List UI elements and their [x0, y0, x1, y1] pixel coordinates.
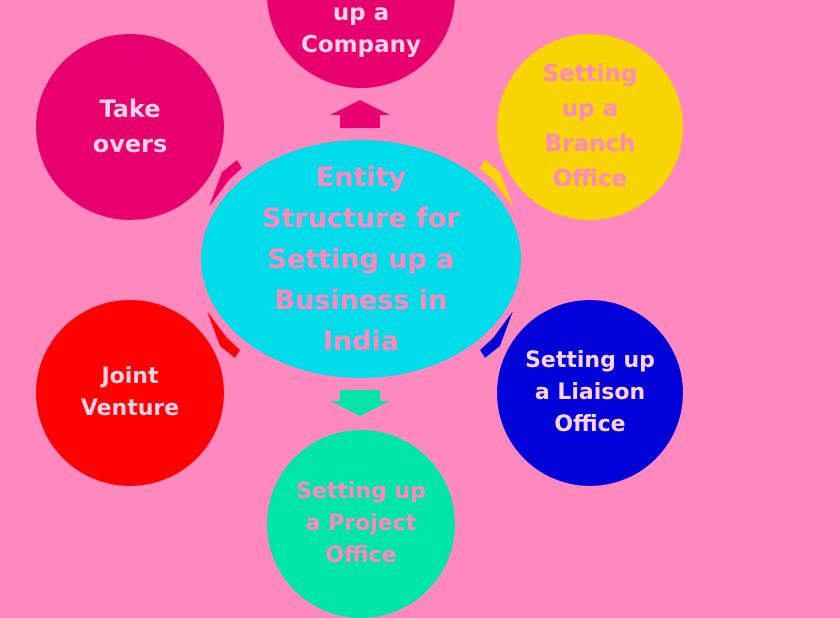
- node-label-line: Office: [325, 543, 397, 568]
- arrow-to-takeovers: [209, 160, 242, 207]
- node-label-line: Joint: [101, 364, 159, 389]
- center-label-line: Setting up a: [267, 243, 455, 275]
- center-label-line: Business in: [274, 284, 448, 316]
- node-label-line: a Liaison: [534, 380, 646, 405]
- node-label-line: up a: [561, 96, 619, 122]
- arrow-to-project: [330, 390, 390, 416]
- arrow-to-liaison: [480, 311, 513, 358]
- node-label-line: overs: [92, 130, 168, 158]
- center-label-line: Entity: [315, 161, 407, 193]
- node-label-line: up a: [332, 0, 390, 26]
- node-takeovers: Take overs: [36, 34, 224, 220]
- node-label-line: a Project: [305, 511, 417, 536]
- node-joint-venture: Joint Venture: [36, 300, 224, 486]
- node-label-line: Setting up: [296, 479, 426, 504]
- node-label-line: Company: [301, 32, 421, 58]
- center-label-line: Structure for: [262, 202, 460, 234]
- node-label-line: Setting up: [525, 348, 655, 373]
- node-liaison-office: Setting up a Liaison Office: [497, 300, 683, 486]
- arrow-to-joint: [207, 311, 240, 358]
- node-label-line: Venture: [80, 396, 180, 421]
- center-label-line: India: [322, 325, 400, 357]
- node-branch-office: Setting up a Branch Office: [497, 34, 683, 220]
- node-label-line: Office: [552, 166, 628, 192]
- central-node-entity-structure: Entity Structure for Setting up a Busine…: [201, 140, 521, 378]
- node-label-line: Branch: [544, 131, 636, 157]
- arrow-to-branch: [480, 160, 513, 207]
- node-label-line: Take: [99, 95, 161, 123]
- node-label-line: Office: [554, 412, 626, 437]
- arrow-to-company: [330, 100, 390, 128]
- node-label-line: Setting: [542, 61, 638, 87]
- node-project-office: Setting up a Project Office: [267, 430, 455, 618]
